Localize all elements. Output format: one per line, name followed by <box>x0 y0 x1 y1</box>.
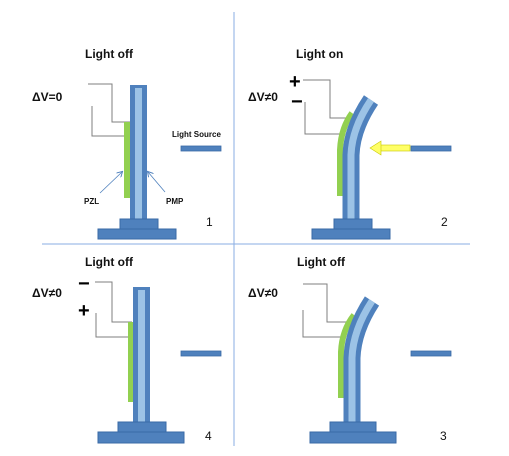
panel-2: Light on ΔV≠0 + − 2 <box>248 47 452 240</box>
panel-2-wire-outer <box>303 79 348 119</box>
panel-1-pzl-arrow <box>99 172 122 194</box>
panel-1-base-upper <box>119 218 159 231</box>
panel-4-sign-bottom: + <box>78 300 90 322</box>
panel-3: Light off ΔV≠0 3 <box>248 255 452 444</box>
panel-2-piezo-layer <box>337 111 355 196</box>
panel-2-sign-bottom: − <box>291 91 303 113</box>
panel-2-number: 2 <box>441 215 448 229</box>
panel-2-sign-top: + <box>289 71 301 93</box>
panel-3-wire-outer <box>303 283 348 323</box>
panel-3-beam-core <box>348 299 375 428</box>
panel-4-base-upper <box>117 421 167 434</box>
panel-1: Light off ΔV=0 Light Source PZL PMP 1 <box>32 47 222 240</box>
panel-1-piezo-layer <box>124 122 130 198</box>
panel-1-beam-core <box>135 88 142 228</box>
panel-3-base-lower <box>309 431 397 444</box>
panel-4-piezo-layer <box>128 322 133 402</box>
panel-1-voltage: ΔV=0 <box>32 90 63 104</box>
panel-4-sign-top: − <box>78 273 90 295</box>
panel-2-wire-inner <box>304 102 342 135</box>
panel-1-title: Light off <box>85 47 134 61</box>
panel-1-wire-outer <box>88 83 130 123</box>
panel-4-number: 4 <box>205 429 212 443</box>
panel-4-wire-inner <box>95 313 128 338</box>
panel-4-title: Light off <box>85 255 134 269</box>
panel-1-number: 1 <box>206 215 213 229</box>
panel-1-base-lower <box>97 228 177 240</box>
panel-2-beam-core <box>347 98 374 228</box>
panel-1-wire-inner <box>91 106 124 137</box>
panel-4-base-lower <box>97 431 185 444</box>
panel-2-voltage: ΔV≠0 <box>248 90 278 104</box>
panel-2-title: Light on <box>296 47 343 61</box>
panel-3-voltage: ΔV≠0 <box>248 286 278 300</box>
panel-1-pzl-label: PZL <box>84 197 99 206</box>
panel-4: Light off ΔV≠0 − + 4 <box>32 255 222 444</box>
panel-3-number: 3 <box>440 429 447 443</box>
panel-3-wire-inner <box>302 310 342 338</box>
panel-4-light-source <box>180 350 222 357</box>
panel-4-beam-core <box>138 290 145 426</box>
panel-2-light-beam <box>379 144 411 152</box>
panel-3-base-upper <box>329 421 377 434</box>
panel-1-pmp-arrow <box>148 172 166 193</box>
panel-2-light-beam-arrowhead <box>369 140 382 156</box>
panel-1-pmp-label: PMP <box>166 197 184 206</box>
panel-3-light-source <box>410 350 452 357</box>
panel-3-piezo-layer <box>338 313 357 398</box>
panel-4-voltage: ΔV≠0 <box>32 286 62 300</box>
panel-2-base-upper <box>333 218 373 231</box>
panel-2-base-lower <box>311 228 391 240</box>
panel-3-title: Light off <box>297 255 346 269</box>
panel-1-light-source <box>180 145 222 152</box>
panel-2-light-source <box>410 145 452 152</box>
panel-1-light-source-label: Light Source <box>172 130 221 139</box>
panel-4-wire-outer <box>95 281 132 323</box>
